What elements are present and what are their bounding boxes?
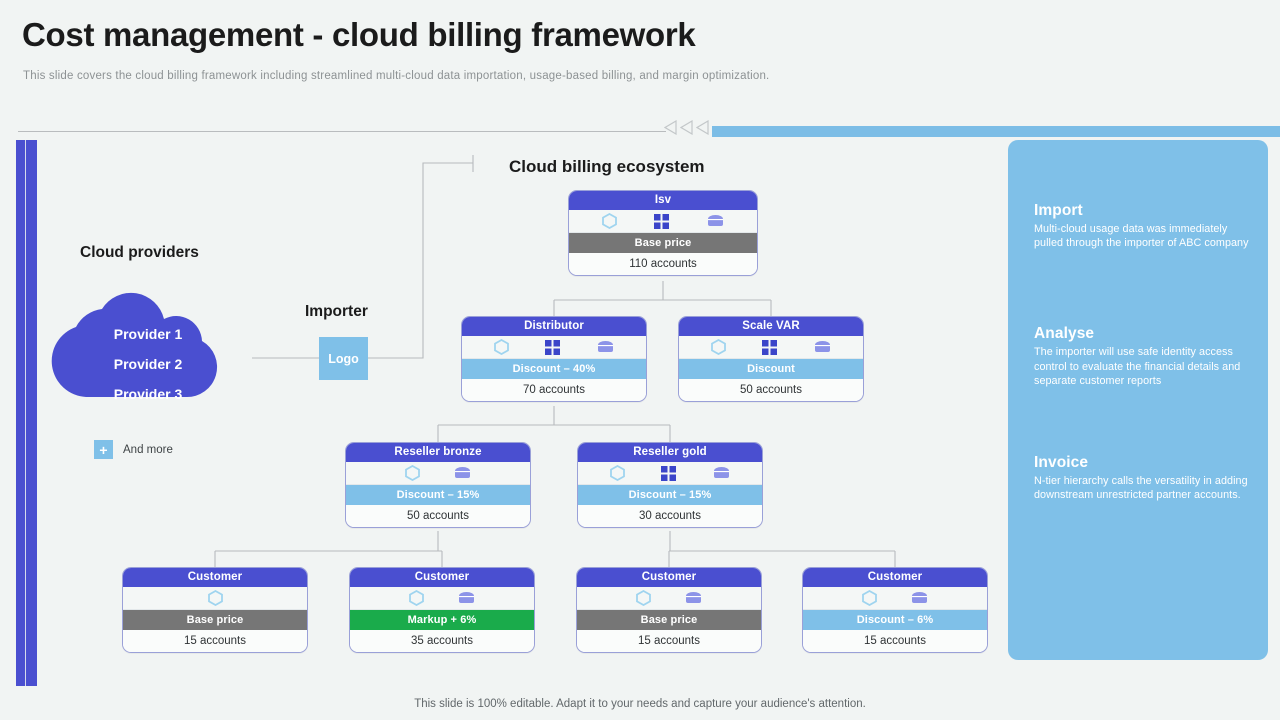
node-title: Distributor [462,317,646,336]
node-price-band: Discount [679,359,863,379]
triangle-left-icon [680,120,693,135]
grid-icon [661,465,677,481]
node-title: Reseller bronze [346,443,530,462]
node-icon-row [123,587,307,610]
database-icon [458,591,475,605]
node-price-band: Base price [577,610,761,630]
importer-logo-box[interactable]: Logo [319,337,368,380]
page-title: Cost management - cloud billing framewor… [22,16,696,53]
node-title: Isv [569,191,757,210]
node-isv[interactable]: Isv Base price 110 accounts [568,190,758,276]
ecosystem-label: Cloud billing ecosystem [509,157,705,176]
node-accounts: 70 accounts [462,379,646,401]
info-block-title: Analyse [1034,325,1095,343]
node-accounts: 50 accounts [346,505,530,527]
hexagon-icon [494,339,510,355]
triangle-left-icon [664,120,677,135]
node-scale-var[interactable]: Scale VAR Discount 50 accounts [678,316,864,402]
hexagon-icon [207,590,223,606]
node-title: Customer [803,568,987,587]
grid-icon [545,339,561,355]
info-block-body: N-tier hierarchy calls the versatility i… [1034,475,1248,502]
divider-accent-bar [712,126,1280,137]
triangle-left-icon [696,120,709,135]
database-icon [911,591,928,605]
database-icon [814,340,831,354]
node-icon-row [350,587,534,610]
and-more-row[interactable]: + And more [94,440,173,459]
node-customer-4[interactable]: Customer Discount – 6% 15 accounts [802,567,988,653]
node-icon-row [346,462,530,485]
grid-icon [762,339,778,355]
node-price-band: Discount – 40% [462,359,646,379]
node-price-band: Base price [123,610,307,630]
importer-label: Importer [305,303,368,320]
node-distributor[interactable]: Distributor Discount – 40% 70 accounts [461,316,647,402]
hexagon-icon [636,590,652,606]
info-block-body: Multi-cloud usage data was immediately p… [1034,223,1249,250]
cloud-provider-list: Provider 1 Provider 2 Provider 3 [44,319,252,409]
info-block-body: The importer will use safe identity acce… [1034,346,1241,387]
database-icon [713,466,730,480]
cloud-provider-item: Provider 1 [113,326,183,342]
hexagon-icon [610,465,626,481]
hexagon-icon [405,465,421,481]
hexagon-icon [601,213,617,229]
node-accounts: 50 accounts [679,379,863,401]
divider-line [18,131,666,132]
database-icon [454,466,471,480]
node-price-band: Base price [569,233,757,253]
plus-icon[interactable]: + [94,440,113,459]
footer-note: This slide is 100% editable. Adapt it to… [414,698,866,710]
page-subtitle: This slide covers the cloud billing fram… [23,70,770,82]
node-price-band: Discount – 15% [578,485,762,505]
node-accounts: 15 accounts [803,630,987,652]
node-price-band: Discount – 6% [803,610,987,630]
node-accounts: 30 accounts [578,505,762,527]
node-accounts: 35 accounts [350,630,534,652]
cloud-shape[interactable]: Provider 1 Provider 2 Provider 3 [44,281,252,417]
left-accent-bar [16,140,37,686]
node-icon-row [803,587,987,610]
node-icon-row [679,336,863,359]
node-icon-row [462,336,646,359]
node-price-band: Markup + 6% [350,610,534,630]
node-customer-2[interactable]: Customer Markup + 6% 35 accounts [349,567,535,653]
cloud-provider-item: Provider 2 [113,356,183,372]
node-reseller-gold[interactable]: Reseller gold Discount – 15% 30 accounts [577,442,763,528]
database-icon [597,340,614,354]
node-icon-row [569,210,757,233]
cloud-provider-item: Provider 3 [113,386,183,402]
hexagon-icon [711,339,727,355]
node-accounts: 15 accounts [123,630,307,652]
node-accounts: 110 accounts [569,253,757,275]
info-panel: Import Multi-cloud usage data was immedi… [1008,140,1268,660]
node-accounts: 15 accounts [577,630,761,652]
node-icon-row [578,462,762,485]
cloud-providers-label: Cloud providers [80,244,199,261]
node-title: Customer [123,568,307,587]
and-more-label: And more [123,443,173,456]
hexagon-icon [862,590,878,606]
database-icon [685,591,702,605]
node-reseller-bronze[interactable]: Reseller bronze Discount – 15% 50 accoun… [345,442,531,528]
node-customer-3[interactable]: Customer Base price 15 accounts [576,567,762,653]
node-title: Scale VAR [679,317,863,336]
node-customer-1[interactable]: Customer Base price 15 accounts [122,567,308,653]
database-icon [707,214,724,228]
node-icon-row [577,587,761,610]
grid-icon [654,213,670,229]
info-block-import: Import Multi-cloud usage data was immedi… [1034,202,1252,250]
info-block-title: Invoice [1034,454,1089,472]
cloud-icon [51,292,218,398]
node-price-band: Discount – 15% [346,485,530,505]
info-block-title: Import [1034,202,1083,219]
info-block-analyse: Analyse The importer will use safe ident… [1034,325,1252,388]
node-title: Customer [350,568,534,587]
info-block-invoice: Invoice N-tier hierarchy calls the versa… [1034,454,1252,502]
hexagon-icon [409,590,425,606]
node-title: Customer [577,568,761,587]
divider-triangle-group [664,120,709,135]
node-title: Reseller gold [578,443,762,462]
